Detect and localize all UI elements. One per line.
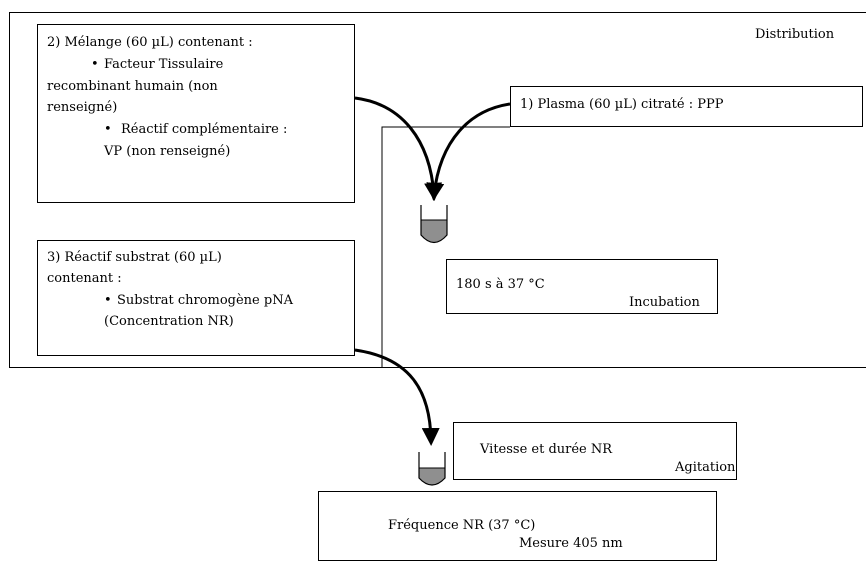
tissue-factor-line1: Facteur Tissulaire: [104, 57, 224, 72]
agitation-detail: Vitesse et durée NR: [480, 442, 613, 457]
plasma-label: 1) Plasma (60 µL) citraté : PPP: [520, 97, 724, 112]
arrow-mix-to-tube: [354, 96, 443, 201]
substrate-title-line2: contenant :: [47, 271, 122, 286]
complementary-reagent-line1: Réactif complémentaire :: [121, 122, 288, 137]
substrate-title-line1: 3) Réactif substrat (60 µL): [47, 250, 222, 265]
incubation-detail: 180 s à 37 °C: [456, 277, 545, 292]
substrate-bullet-line1: Substrat chromogène pNA: [117, 293, 293, 308]
substrate-bullet-line2: (Concentration NR): [104, 314, 234, 329]
agitation-label: Agitation: [675, 460, 736, 475]
measure-label: Mesure 405 nm: [519, 536, 623, 551]
plasma-box: [510, 86, 863, 127]
substrate-box: [37, 240, 355, 356]
incubation-label: Incubation: [629, 295, 700, 310]
arrow-substrate-to-tube: [354, 348, 440, 446]
distribution-label: Distribution: [755, 27, 835, 42]
bullet-glyph: •: [104, 293, 112, 308]
tube-icon: [418, 452, 446, 486]
reagent-mix-box: [37, 24, 355, 203]
incubation-box: [446, 259, 718, 314]
arrow-plasma-to-tube: [426, 102, 511, 201]
reagent-mix-title: 2) Mélange (60 µL) contenant :: [47, 35, 253, 50]
tissue-factor-line2: recombinant humain (non: [47, 79, 218, 94]
bullet-glyph: •: [91, 57, 99, 72]
tissue-factor-line3: renseigné): [47, 100, 118, 115]
agitation-box: [453, 422, 737, 480]
bullet-glyph: •: [104, 122, 112, 137]
measure-box: [318, 491, 717, 561]
complementary-reagent-line2: VP (non renseigné): [104, 144, 231, 159]
measure-detail: Fréquence NR (37 °C): [388, 518, 536, 533]
distribution-inner-line: [381, 126, 510, 368]
tube-icon: [420, 205, 448, 244]
